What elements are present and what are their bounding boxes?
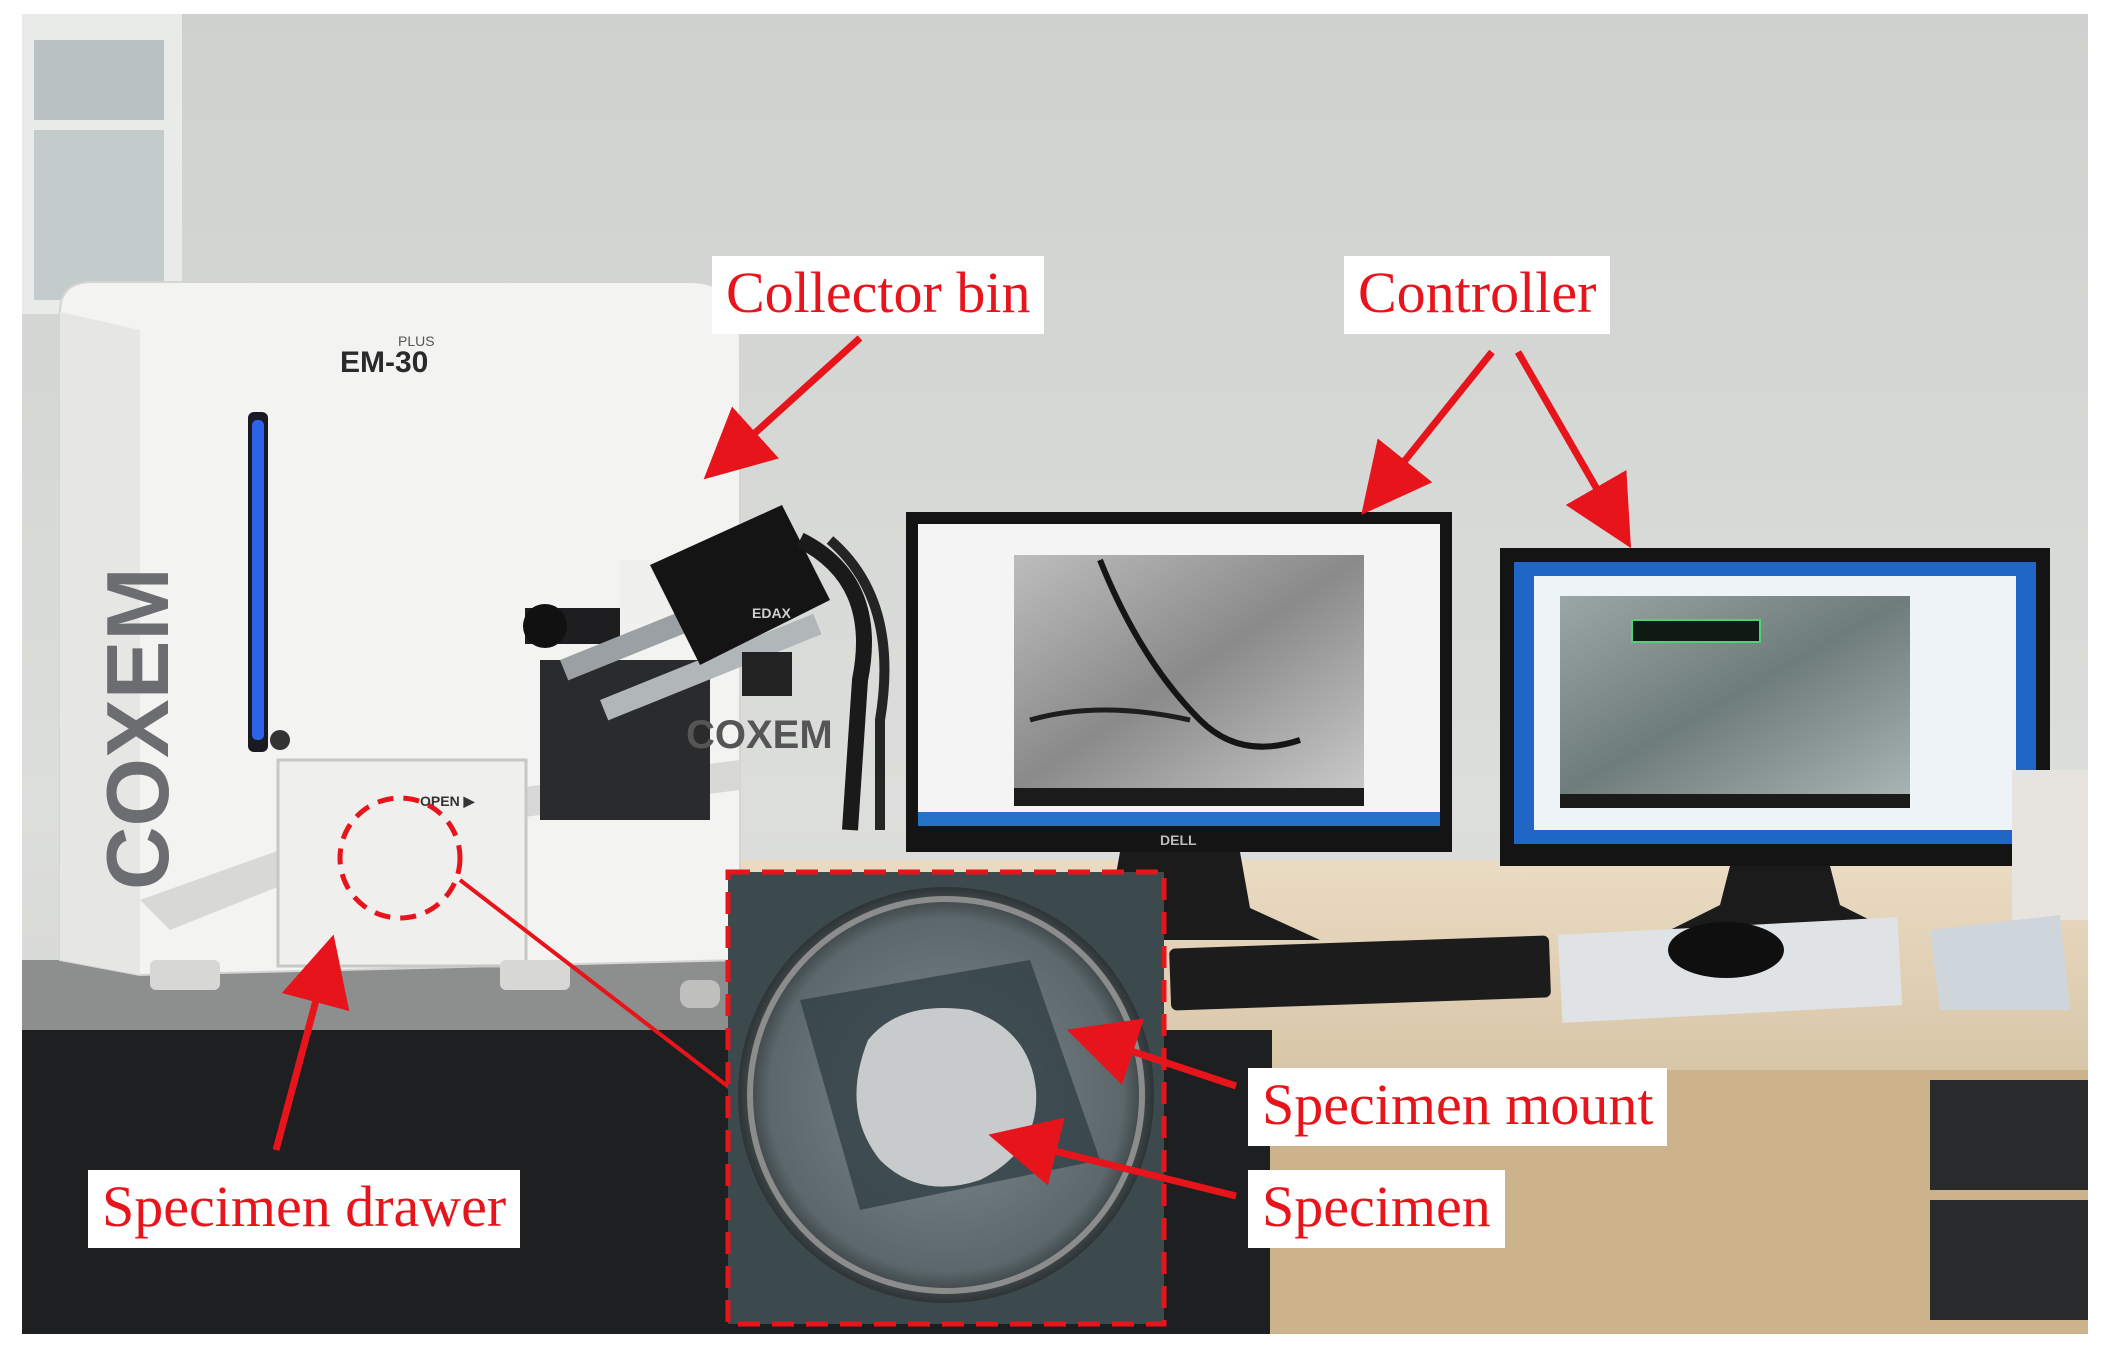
arrow-specimen bbox=[988, 1117, 1237, 1200]
arrow-specimen-drawer bbox=[272, 934, 350, 1151]
arrow-collector-bin bbox=[703, 335, 863, 480]
monitor-right bbox=[1500, 548, 2050, 930]
monitor-brand-text: DELL bbox=[1160, 832, 1197, 848]
drawer-to-inset-line bbox=[458, 878, 732, 1090]
arrow-specimen-mount bbox=[1066, 1018, 1238, 1090]
device-model-text: EM-30 bbox=[340, 346, 428, 379]
specimen-sample bbox=[856, 1008, 1037, 1187]
label-collector-bin: Collector bin bbox=[712, 256, 1045, 334]
annotation-arrows bbox=[272, 335, 1631, 1200]
computer-mouse bbox=[1668, 922, 1784, 978]
side-brand-text: COXEM bbox=[686, 713, 833, 757]
arrow-controller-right bbox=[1514, 350, 1631, 549]
eds-detector: EDAX bbox=[523, 505, 890, 831]
label-specimen-mount: Specimen mount bbox=[1248, 1068, 1668, 1146]
arrow-controller-left bbox=[1361, 349, 1495, 515]
label-specimen: Specimen bbox=[1248, 1170, 1505, 1248]
detector-brand-text: EDAX bbox=[752, 605, 792, 621]
drawer-highlight-circle bbox=[337, 795, 463, 921]
specimen-drawer-panel bbox=[276, 758, 528, 968]
monitor-left: DELL bbox=[906, 512, 1452, 940]
device-model-suffix: PLUS bbox=[398, 333, 435, 349]
drawer-open-text: OPEN ▶ bbox=[420, 793, 476, 809]
label-specimen-drawer: Specimen drawer bbox=[88, 1170, 521, 1248]
brand-logo-text: COXEM bbox=[88, 567, 187, 890]
label-controller: Controller bbox=[1344, 256, 1611, 334]
led-lights bbox=[252, 420, 264, 740]
keyboard bbox=[1169, 935, 1551, 1011]
window-frame bbox=[22, 14, 182, 314]
desk-drawer bbox=[1930, 1080, 2088, 1190]
sem-image-left bbox=[1014, 555, 1364, 788]
specimen-inset bbox=[725, 869, 1167, 1327]
